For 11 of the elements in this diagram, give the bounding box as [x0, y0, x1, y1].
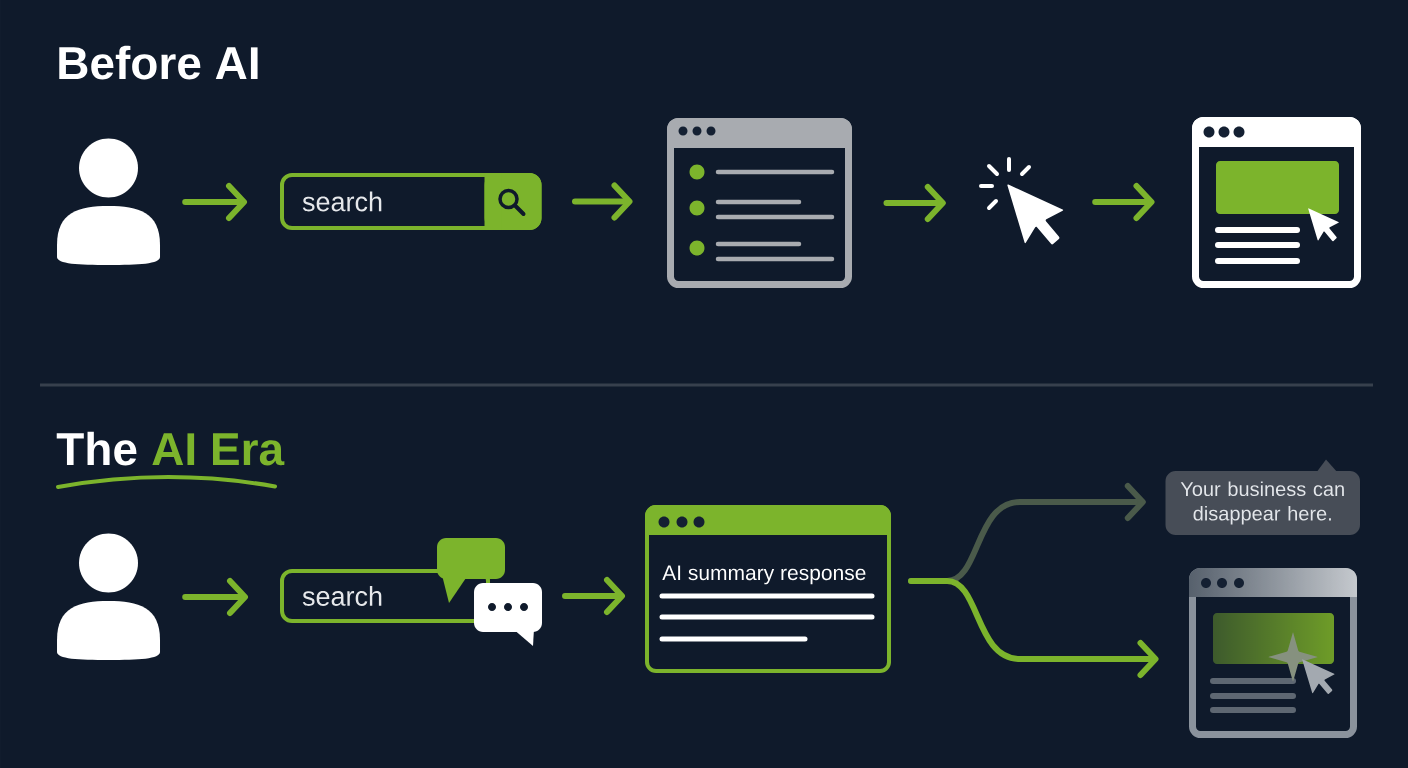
- tooltip: Your business can disappear here.: [1165, 459, 1360, 535]
- heading: Before AI: [59, 45, 258, 80]
- heading: The: [56, 431, 137, 466]
- heading: AI Era: [152, 433, 285, 466]
- browser-window: AI summary response: [645, 505, 891, 673]
- person-icon: [57, 138, 160, 265]
- browser-window: [1189, 568, 1357, 738]
- click-cursor-icon: [979, 157, 1064, 245]
- person-icon: [57, 533, 160, 660]
- arrow: [908, 578, 1159, 678]
- browser-window: [1192, 117, 1361, 288]
